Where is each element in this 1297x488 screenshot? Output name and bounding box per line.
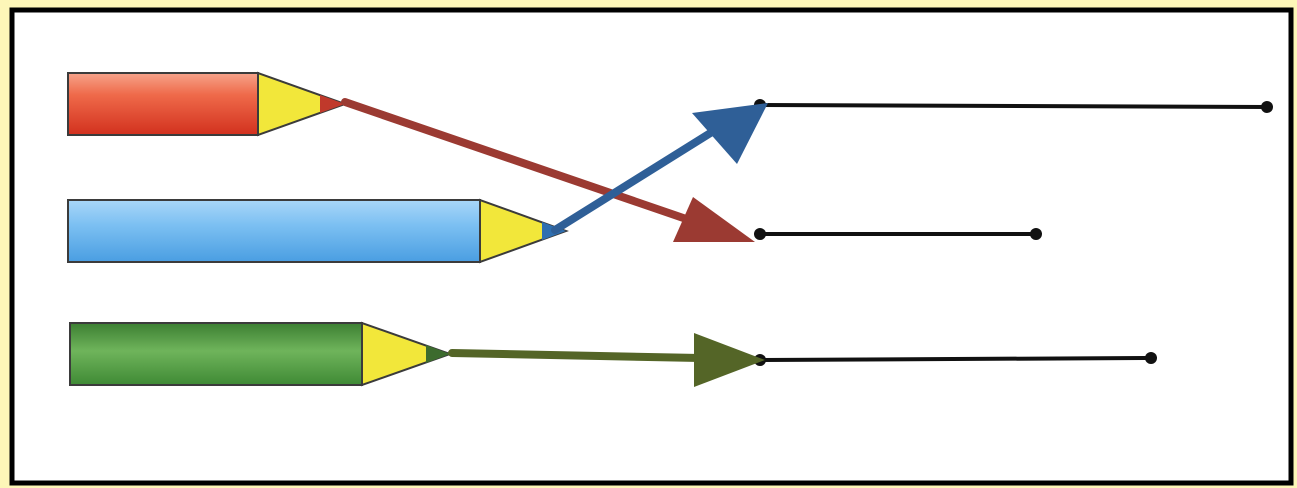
red-arrow [341, 98, 755, 242]
blue-arrow [551, 103, 768, 234]
red-pencil [67, 71, 348, 137]
green-pencil [69, 321, 454, 387]
green-arrow [448, 333, 765, 387]
blue-pencil [67, 198, 569, 264]
short-segment [754, 228, 1042, 240]
